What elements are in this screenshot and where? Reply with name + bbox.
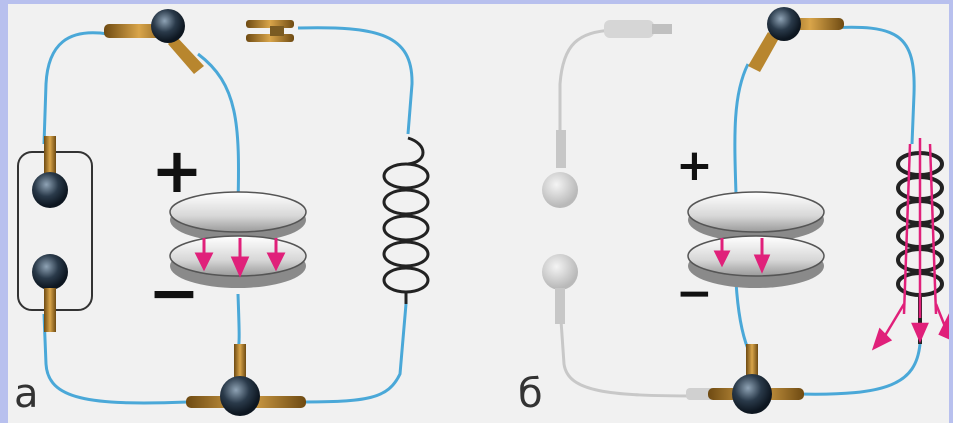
panel-b <box>542 7 949 414</box>
panel-label-a: а <box>14 371 39 417</box>
diagram-frame: а б + − + − <box>8 4 949 423</box>
capacitor-icon <box>169 191 307 288</box>
minus-sign-a: − <box>148 256 200 329</box>
field-arrows-a <box>194 238 286 278</box>
magnetic-field-arrows <box>871 138 949 351</box>
coil-icon <box>871 138 949 351</box>
terminal-icon <box>186 344 306 416</box>
plus-sign-a: + <box>151 134 203 207</box>
switch-icon <box>246 20 294 42</box>
wires-a <box>42 26 414 405</box>
terminal-icon <box>708 344 804 414</box>
minus-sign-b: − <box>676 268 713 319</box>
plus-sign-b: + <box>676 140 713 191</box>
panel-a <box>17 9 430 416</box>
panel-label-b: б <box>518 371 543 417</box>
coil-icon <box>382 136 430 304</box>
terminal-icon <box>104 9 204 74</box>
wires-disconnected-b <box>558 28 699 398</box>
capacitor-icon <box>687 191 825 288</box>
terminal-icon <box>748 7 844 72</box>
field-arrows-b <box>713 238 771 274</box>
battery-icon <box>17 136 93 332</box>
circuit-diagram <box>17 7 949 416</box>
